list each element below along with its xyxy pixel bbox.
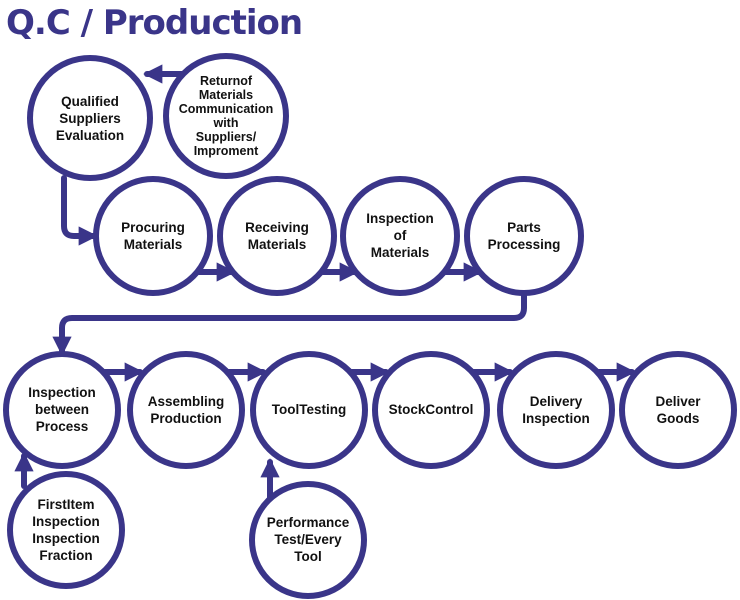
inspection-between-process-label: Inspection between Process (28, 385, 96, 435)
first-item-inspection-label: FirstItem Inspection Inspection Fraction (32, 496, 100, 563)
tool-testing-label: ToolTesting (271, 402, 347, 418)
arrow-parts-processing-to-inspection-between-process (52, 290, 527, 356)
node-circle-performance-test (249, 481, 367, 599)
assembling-production-label: Assembling Production (147, 393, 225, 426)
node-circle-deliver-goods (619, 351, 737, 469)
node-circle-tool-testing (250, 351, 368, 469)
page-title: Q.C / Production (6, 3, 303, 43)
node-circle-first-item-inspection (7, 471, 125, 589)
procuring-materials-label: Procuring Materials (121, 219, 185, 252)
performance-test-label: Performance Test/Every Tool (266, 515, 350, 565)
delivery-inspection-label: Delivery Inspection (522, 393, 590, 426)
node-circle-receiving-materials (217, 176, 337, 296)
node-circle-assembling-production (127, 351, 245, 469)
node-circle-return-materials (163, 53, 289, 179)
node-circle-delivery-inspection (497, 351, 615, 469)
nodes (3, 53, 737, 599)
qualified-suppliers-label: Qualified Suppliers Evaluation (55, 93, 125, 143)
connectors (14, 64, 636, 503)
node-circle-qualified-suppliers (27, 55, 153, 181)
node-circle-procuring-materials (93, 176, 213, 296)
inspection-of-materials-label: Inspection of Materials (366, 211, 434, 261)
deliver-goods-label: Deliver Goods (655, 393, 701, 426)
parts-processing-label: Parts Processing (487, 219, 561, 252)
node-circle-inspection-of-materials (340, 176, 460, 296)
arrow-qualified-suppliers-to-procuring-materials (61, 175, 98, 246)
return-materials-label: Returnof Materials Communication with Su… (178, 74, 274, 158)
node-circle-parts-processing (464, 176, 584, 296)
node-circle-inspection-between-process (3, 351, 121, 469)
stock-control-label: StockControl (388, 402, 474, 418)
node-circle-stock-control (372, 351, 490, 469)
receiving-materials-label: Receiving Materials (245, 219, 309, 252)
